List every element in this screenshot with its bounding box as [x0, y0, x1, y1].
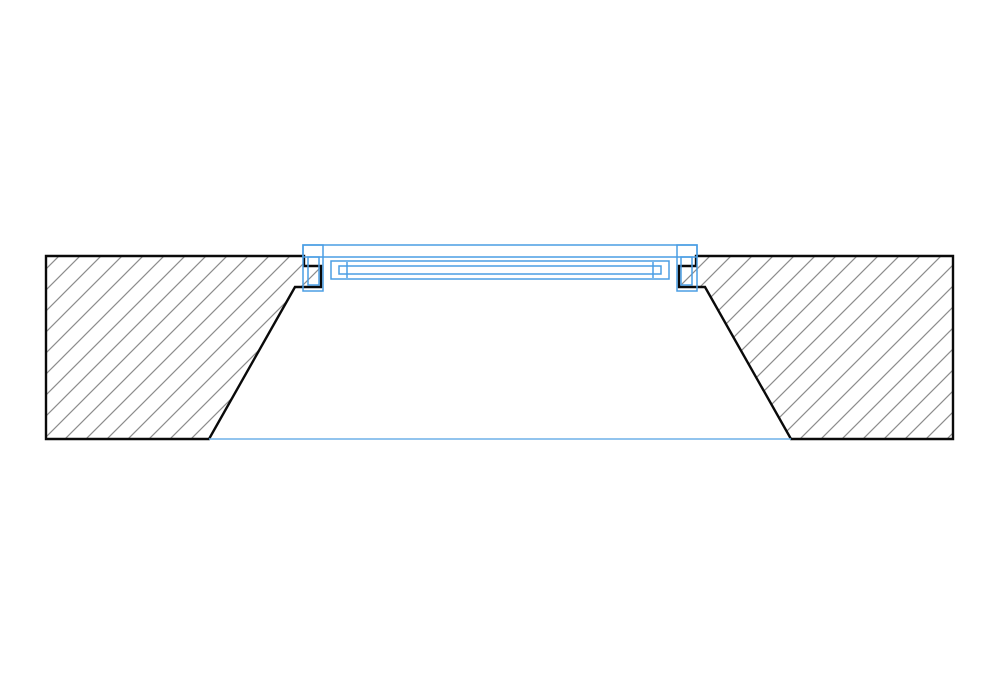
wall-section-right	[677, 254, 955, 441]
glazing-unit-outer	[330, 260, 670, 280]
glazing-unit-inner	[338, 265, 662, 275]
frame-end-block-right-inner	[680, 256, 693, 286]
frame-end-block-left	[302, 244, 324, 292]
window-frame-assembly	[302, 244, 698, 292]
wall-section-left	[44, 254, 323, 441]
frame-end-block-right	[676, 244, 698, 292]
frame-end-block-left-inner	[307, 256, 320, 286]
frame-head-rail	[302, 244, 698, 258]
